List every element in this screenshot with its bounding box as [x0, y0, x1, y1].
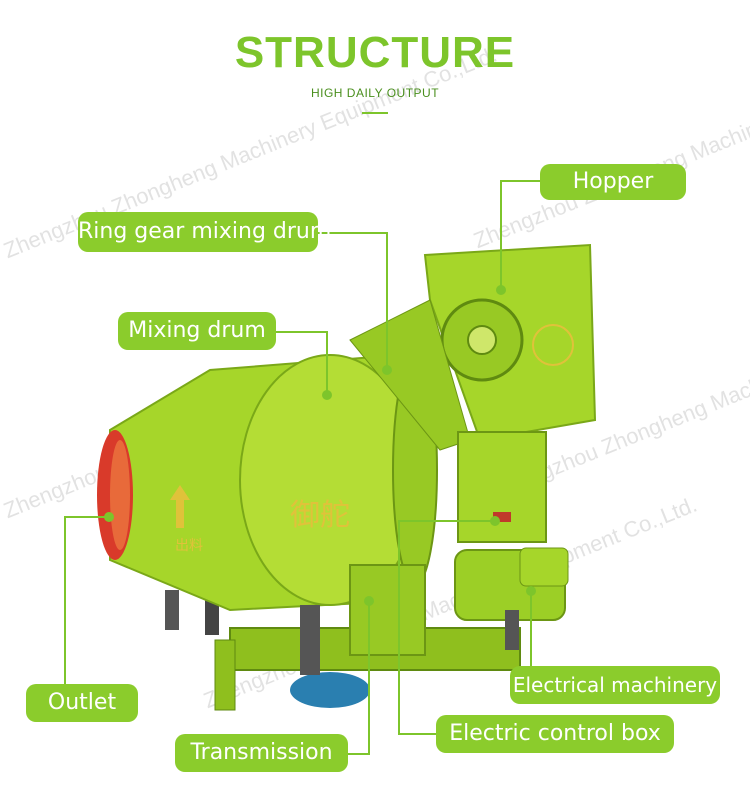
label-mixing-drum: Mixing drum — [118, 312, 276, 350]
leader-mixing-drum-h — [276, 331, 328, 333]
leader-mixing-drum-dot — [322, 390, 332, 400]
leader-mixing-drum-v — [326, 331, 328, 393]
leader-transmission-v — [368, 600, 370, 755]
label-hopper: Hopper — [540, 164, 686, 200]
label-outlet: Outlet — [26, 684, 138, 722]
leader-ring-gear-v — [386, 232, 388, 367]
leader-hopper-v — [500, 180, 502, 290]
leader-electric-box-dot — [490, 516, 500, 526]
title-underline — [362, 112, 388, 114]
leader-electric-box-h2 — [398, 520, 496, 522]
drum-characters: 御舵 — [290, 498, 350, 533]
page-title: STRUCTURE — [234, 28, 516, 77]
outlet-text: 出料 — [175, 538, 203, 554]
leader-electric-box-h — [398, 733, 436, 735]
leader-machinery-dot — [526, 586, 536, 596]
leader-hopper-dot — [496, 285, 506, 295]
leader-hopper-h — [500, 180, 540, 182]
leader-transmission-dot — [364, 596, 374, 606]
label-electrical-machinery: Electrical machinery — [510, 666, 720, 704]
leader-ring-gear-dot — [382, 365, 392, 375]
leader-outlet-dot — [104, 512, 114, 522]
leader-outlet-v — [64, 516, 66, 684]
leader-transmission-h — [348, 753, 370, 755]
label-electric-box: Electric control box — [436, 715, 674, 753]
leader-machinery-v — [530, 590, 532, 685]
leader-electric-box-v — [398, 520, 400, 735]
label-ring-gear: Ring gear mixing drum — [78, 212, 331, 252]
page-subtitle: HIGH DAILY OUTPUT — [310, 86, 440, 100]
label-transmission: Transmission — [175, 734, 348, 772]
leader-outlet-h — [64, 516, 110, 518]
leader-ring-gear-h — [318, 232, 388, 234]
